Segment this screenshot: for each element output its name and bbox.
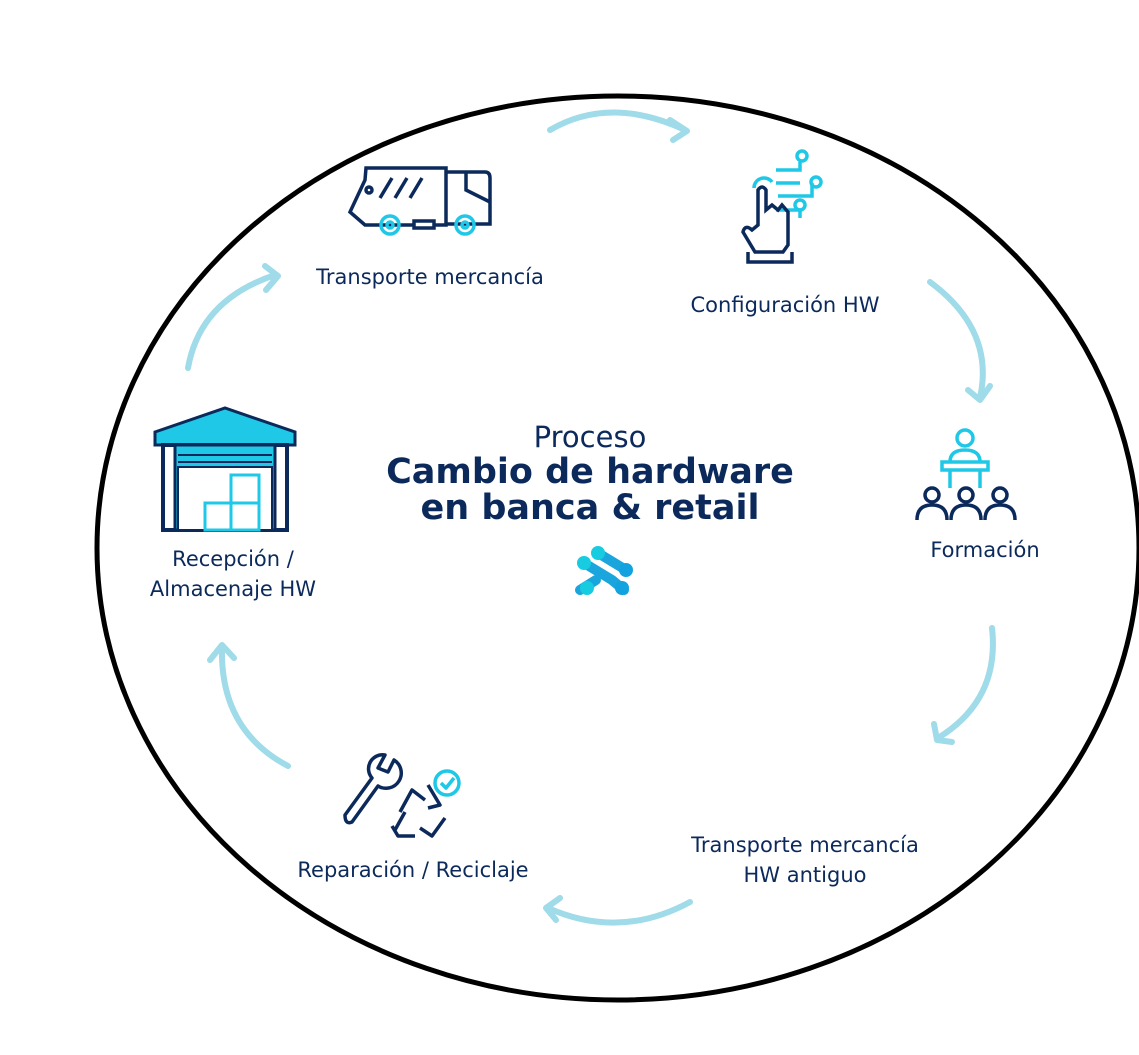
step-label-old-hw-transport: Transporte mercancía HW antiguo bbox=[691, 830, 919, 890]
step-label-transport: Transporte mercancía bbox=[316, 265, 544, 289]
label-line: Transporte mercancía bbox=[691, 833, 919, 857]
step-label-repair: Reparación / Reciclaje bbox=[297, 858, 529, 882]
arrow-2 bbox=[547, 109, 690, 143]
truck-icon bbox=[347, 166, 492, 236]
label-line: Recepción / bbox=[172, 547, 294, 571]
arrow-3 bbox=[927, 279, 993, 403]
label-line: Almacenaje HW bbox=[149, 577, 317, 601]
touch-config-icon bbox=[741, 149, 823, 264]
label-line: HW antiguo bbox=[743, 863, 867, 887]
step-label-reception: Recepción / Almacenaje HW bbox=[150, 544, 316, 604]
title-line-1: Proceso bbox=[533, 420, 647, 454]
title-line-2: Cambio de hardware bbox=[386, 452, 794, 492]
warehouse-icon bbox=[153, 406, 297, 532]
title-line-3: en banca & retail bbox=[420, 488, 760, 528]
repair-recycle-icon bbox=[343, 753, 461, 838]
arrow-4 bbox=[931, 625, 996, 745]
logo-icon bbox=[575, 546, 633, 595]
cycle-ellipse bbox=[94, 93, 1139, 1003]
training-icon bbox=[915, 428, 1017, 521]
arrow-5 bbox=[543, 895, 693, 926]
step-label-config: Configuración HW bbox=[690, 293, 880, 317]
arrow-6 bbox=[207, 642, 291, 769]
step-label-training: Formación bbox=[930, 538, 1040, 562]
arrow-1 bbox=[185, 263, 281, 371]
